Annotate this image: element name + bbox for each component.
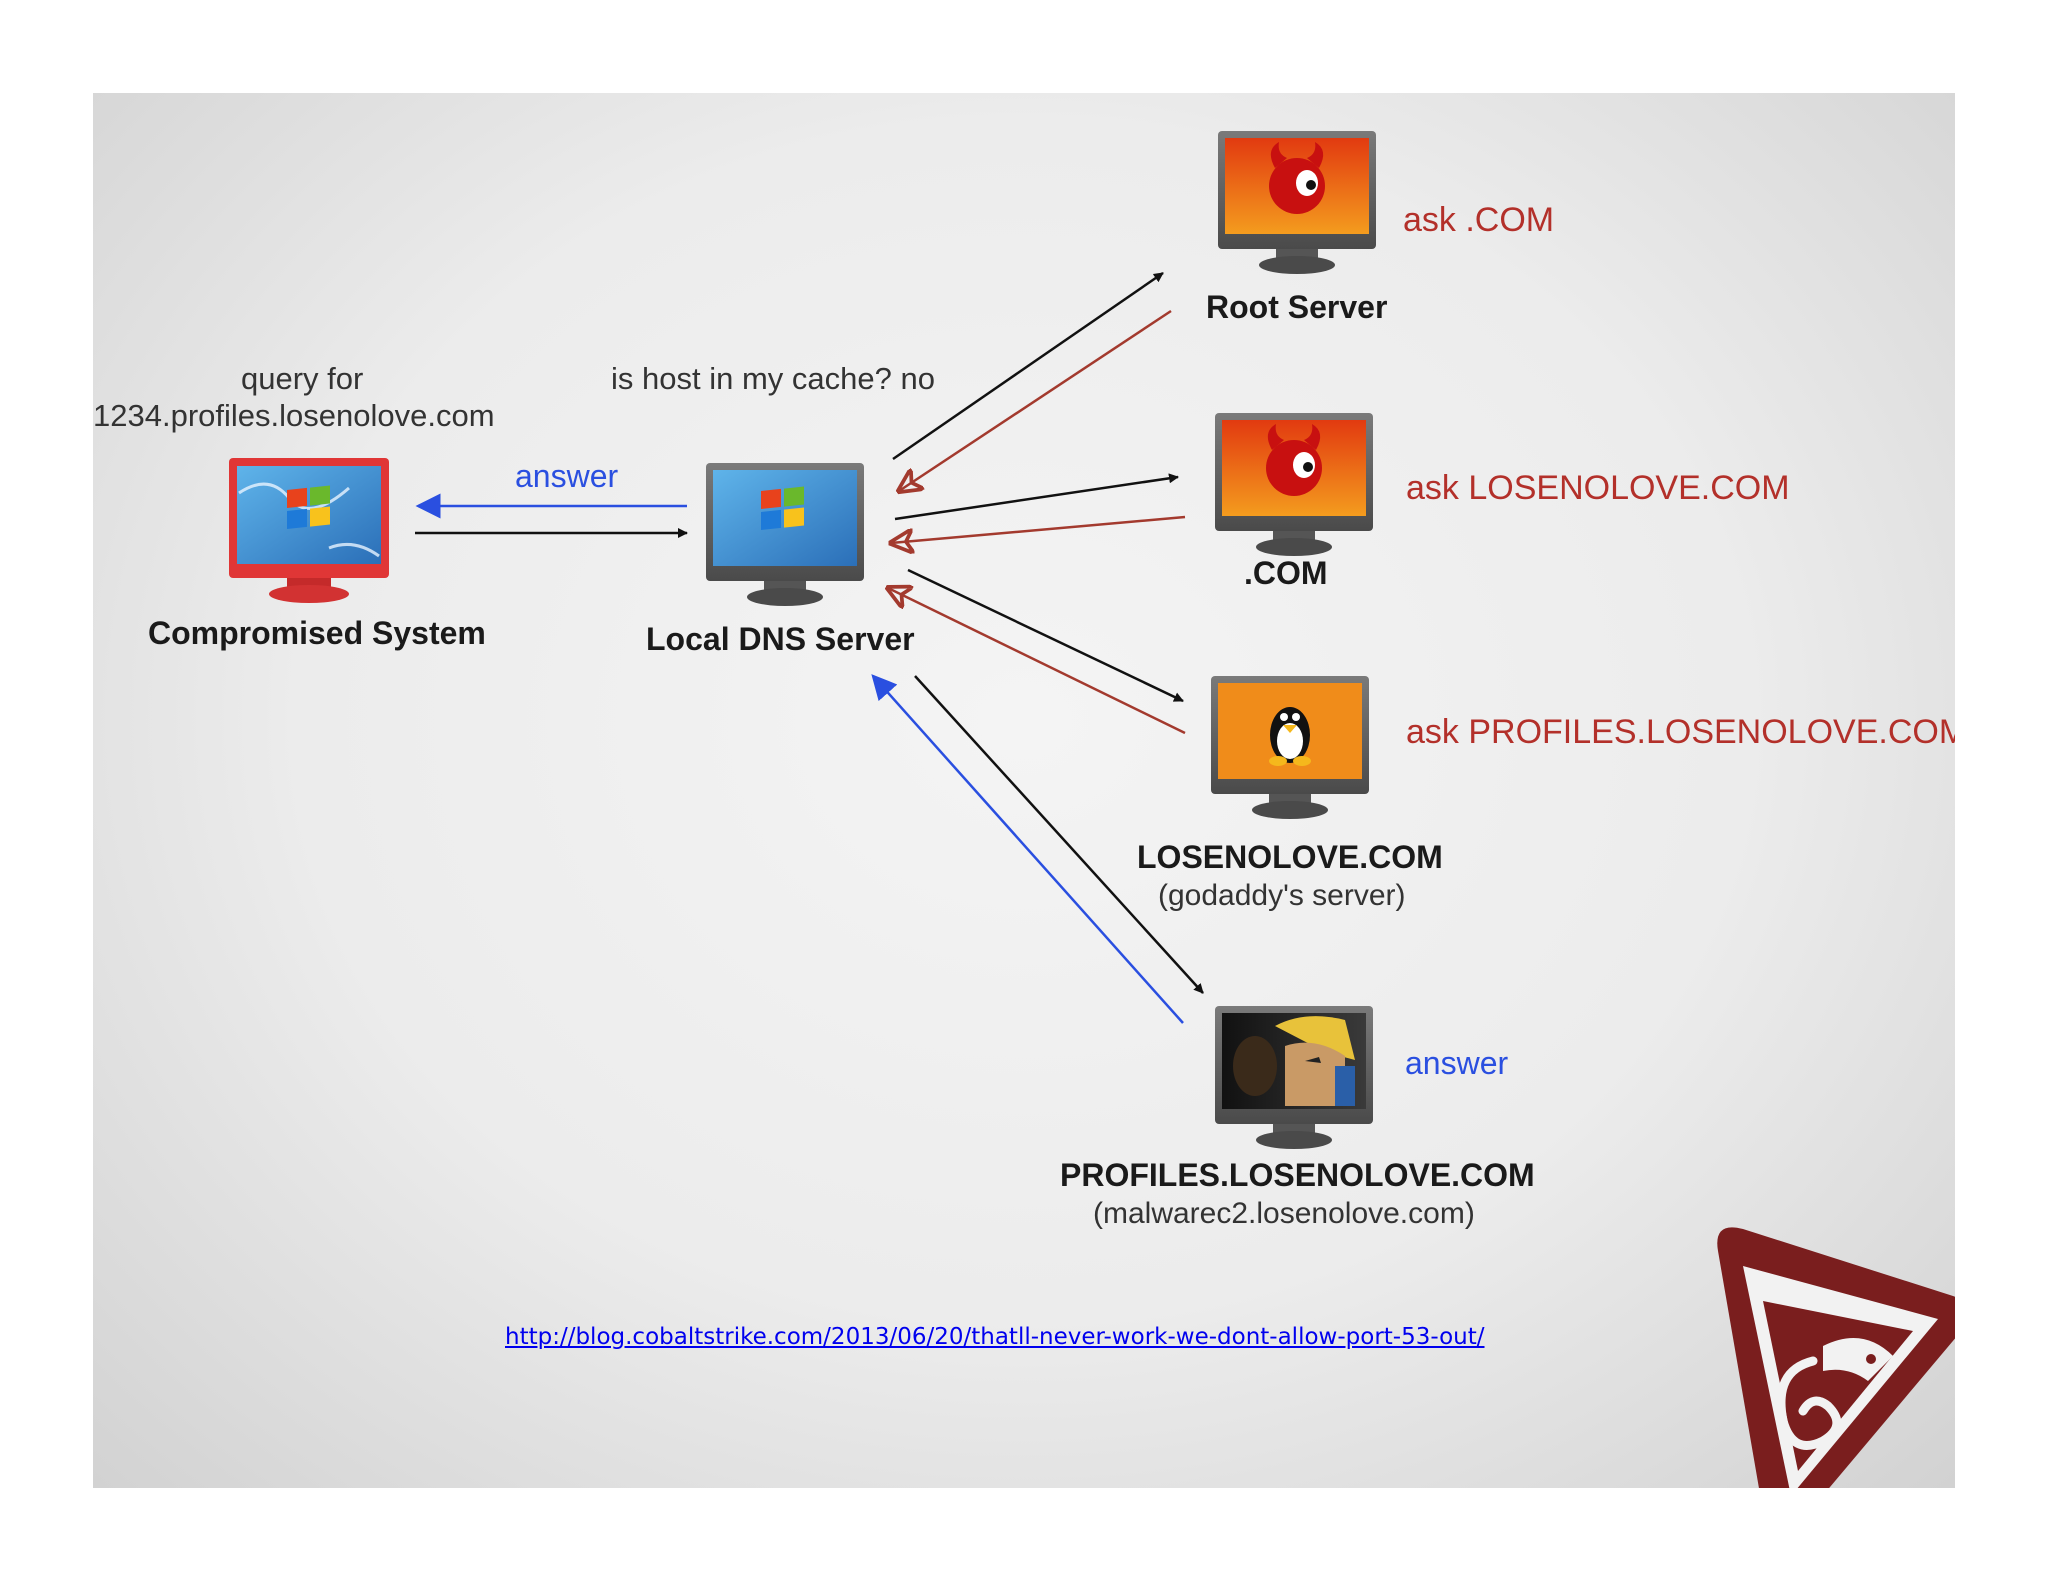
profiles-server-monitor <box>1215 1006 1373 1149</box>
answer-arrow-from-profiles <box>871 674 1184 1024</box>
losenolove-server-monitor <box>1211 676 1369 819</box>
ask-profiles-label: ask PROFILES.LOSENOLOVE.COM <box>1406 713 1955 751</box>
dns-diagram <box>229 131 1955 1488</box>
slide: query for 1234.profiles.losenolove.com i… <box>93 93 1955 1488</box>
source-link[interactable]: http://blog.cobaltstrike.com/2013/06/20/… <box>505 1324 1485 1350</box>
local-dns-server-label: Local DNS Server <box>646 621 915 657</box>
com-server-label: .COM <box>1244 555 1328 591</box>
query-arrow-to-root <box>892 271 1164 461</box>
compromised-system-label: Compromised System <box>148 615 486 651</box>
answer-label-left: answer <box>515 458 619 494</box>
freebsd-daemon-icon <box>1266 424 1322 496</box>
query-label-line2: 1234.profiles.losenolove.com <box>93 398 495 433</box>
compromised-system-monitor <box>229 458 389 603</box>
profiles-server-sublabel: (malwarec2.losenolove.com) <box>1093 1197 1475 1230</box>
cache-check-label: is host in my cache? no <box>611 361 935 396</box>
root-server-monitor <box>1218 131 1376 274</box>
referral-arrow-from-com <box>891 515 1186 543</box>
root-server-label: Root Server <box>1206 289 1388 325</box>
losenolove-server-sublabel: (godaddy's server) <box>1158 879 1406 912</box>
losenolove-server-label: LOSENOLOVE.COM <box>1137 839 1443 875</box>
brand-triangle-logo-icon <box>1717 1227 1955 1488</box>
freebsd-daemon-icon <box>1269 142 1325 214</box>
local-dns-server-monitor <box>706 463 864 606</box>
windows-logo-icon <box>761 486 804 530</box>
answer-label-right: answer <box>1405 1045 1509 1081</box>
profiles-server-label: PROFILES.LOSENOLOVE.COM <box>1060 1157 1535 1193</box>
windows-logo-icon <box>287 485 330 529</box>
anime-character-icon <box>1233 1016 1355 1106</box>
referral-arrow-from-root <box>899 309 1172 491</box>
com-server-monitor <box>1215 413 1373 556</box>
query-arrow-to-com <box>894 473 1179 521</box>
ask-com-label: ask .COM <box>1403 201 1555 239</box>
query-arrow-to-losenolove <box>907 568 1184 703</box>
linux-tux-icon <box>1269 707 1311 766</box>
ask-losenolove-label: ask LOSENOLOVE.COM <box>1406 469 1790 507</box>
referral-arrow-from-losenolove <box>888 588 1186 735</box>
query-label-line1: query for <box>241 361 364 396</box>
query-arrow-to-profiles <box>914 675 1204 994</box>
